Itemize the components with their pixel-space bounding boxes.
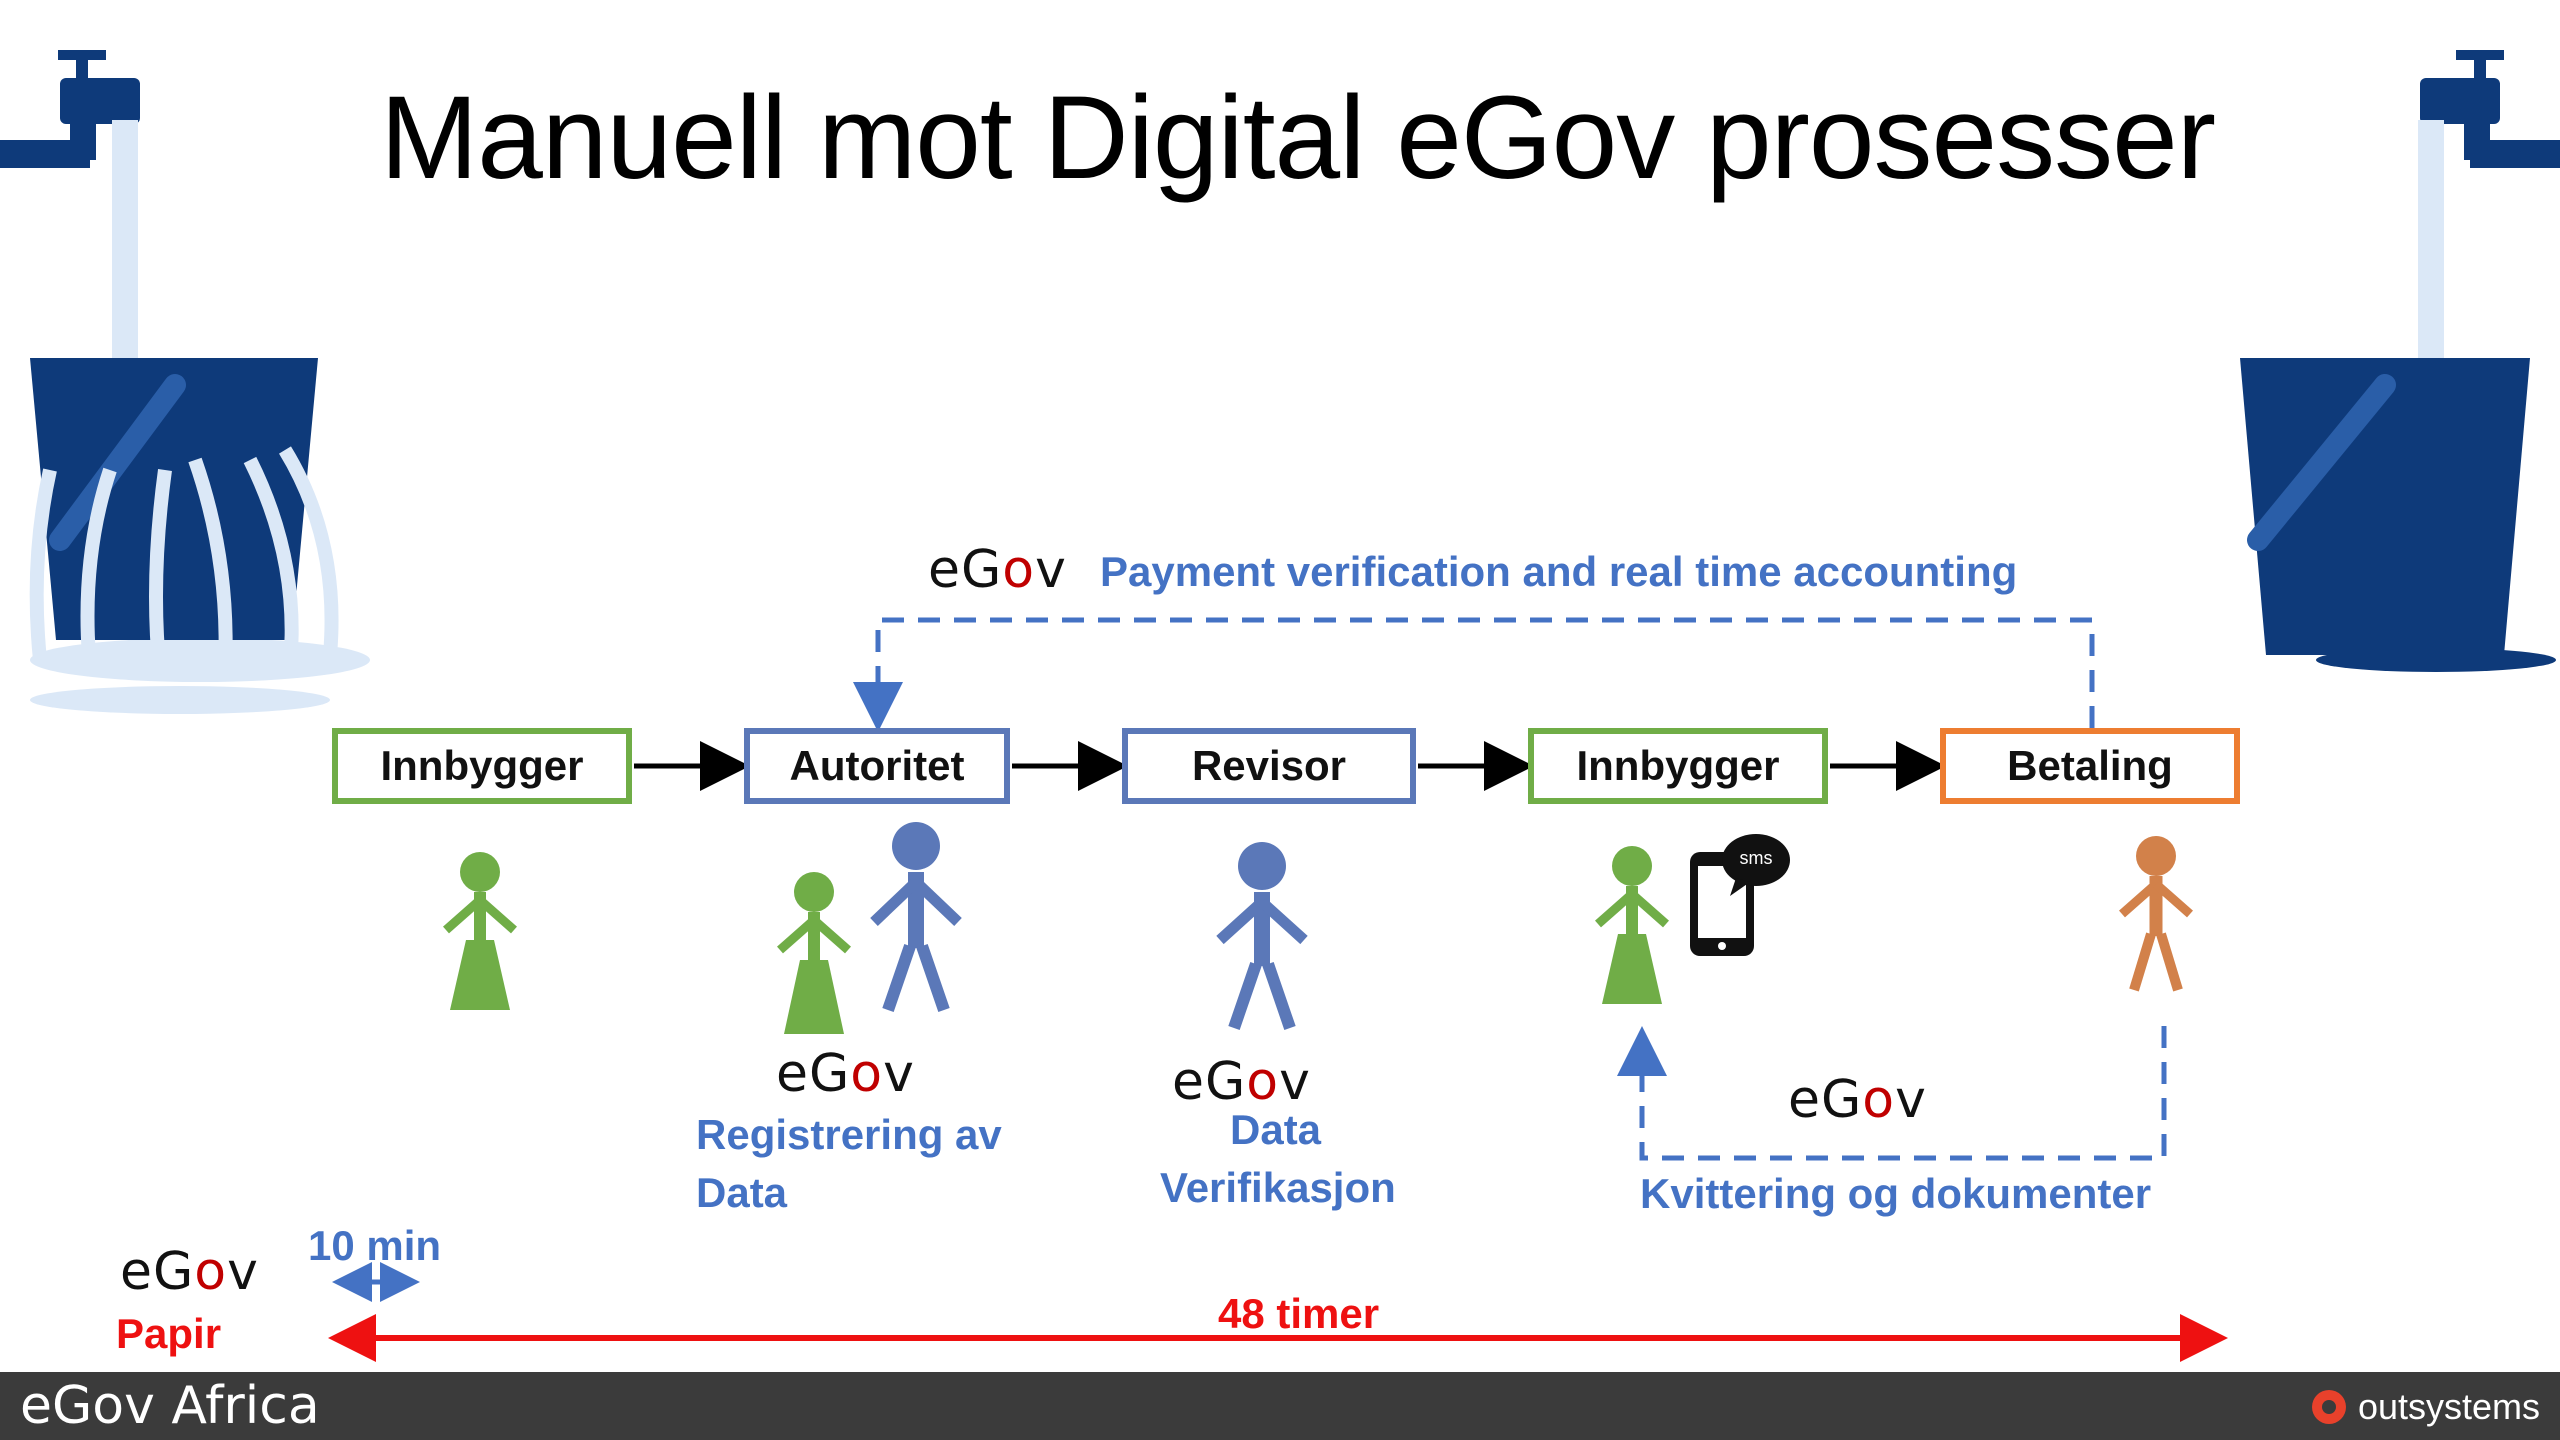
full-bucket-icon bbox=[2240, 358, 2556, 672]
registration-label: Registrering av Data bbox=[696, 1111, 1002, 1216]
citizen-person-icon bbox=[777, 872, 851, 1034]
footer-brand-left: eGov Africa bbox=[20, 1376, 320, 1436]
step-label: Autoritet bbox=[789, 742, 965, 789]
payment-verification-label: Payment verification and real time accou… bbox=[1100, 548, 2018, 595]
step-betaling: Betaling bbox=[1940, 728, 2240, 804]
step-innbygger-2: Innbygger bbox=[1528, 728, 1828, 804]
step-label: Revisor bbox=[1191, 742, 1347, 789]
data-verification-label-2: Verifikasjon bbox=[1160, 1164, 1396, 1211]
payment-person-icon bbox=[2119, 836, 2193, 992]
step-revisor: Revisor bbox=[1122, 728, 1416, 804]
step-label: Innbygger bbox=[1576, 742, 1780, 789]
auditor-person-icon bbox=[1216, 842, 1308, 1030]
sms-text: sms bbox=[1739, 848, 1773, 868]
egov-time-label: 10 min bbox=[308, 1222, 442, 1269]
egov-logo: eGov bbox=[1172, 1052, 1311, 1112]
tap-icon bbox=[2418, 50, 2560, 360]
step-label: Betaling bbox=[2007, 742, 2173, 789]
leaking-tap-icon bbox=[0, 50, 140, 360]
outsystems-logo-icon bbox=[2311, 1390, 2346, 1424]
data-verification-label-1: Data bbox=[1230, 1106, 1322, 1153]
footer-brand-right-text: outsystems bbox=[2357, 1386, 2540, 1427]
step-autoritet: Autoritet bbox=[744, 728, 1010, 804]
egov-logo: eGov bbox=[1788, 1070, 1927, 1130]
authority-person-icon bbox=[870, 822, 962, 1012]
citizen-person-icon bbox=[1595, 846, 1669, 1004]
citizen-person-icon bbox=[443, 852, 517, 1010]
step-innbygger: Innbygger bbox=[332, 728, 632, 804]
page-title: Manuell mot Digital eGov prosesser bbox=[380, 72, 2216, 204]
footer-brand-right: outsystems bbox=[2311, 1386, 2540, 1428]
payment-verification-connector bbox=[853, 617, 2095, 732]
footer-bar: eGov Africa outsystems bbox=[0, 1372, 2560, 1440]
receipt-label: Kvittering og dokumenter bbox=[1640, 1170, 2152, 1217]
paper-label: Papir bbox=[116, 1310, 222, 1357]
egov-logo: eGov bbox=[120, 1242, 259, 1302]
step-label: Innbygger bbox=[380, 742, 584, 789]
egov-logo: eGov bbox=[776, 1044, 915, 1104]
paper-time-label: 48 timer bbox=[1218, 1290, 1380, 1337]
egov-logo: eGov bbox=[928, 540, 1067, 600]
leaking-bucket-icon bbox=[29, 358, 370, 714]
sms-bubble-icon bbox=[1722, 834, 1790, 896]
